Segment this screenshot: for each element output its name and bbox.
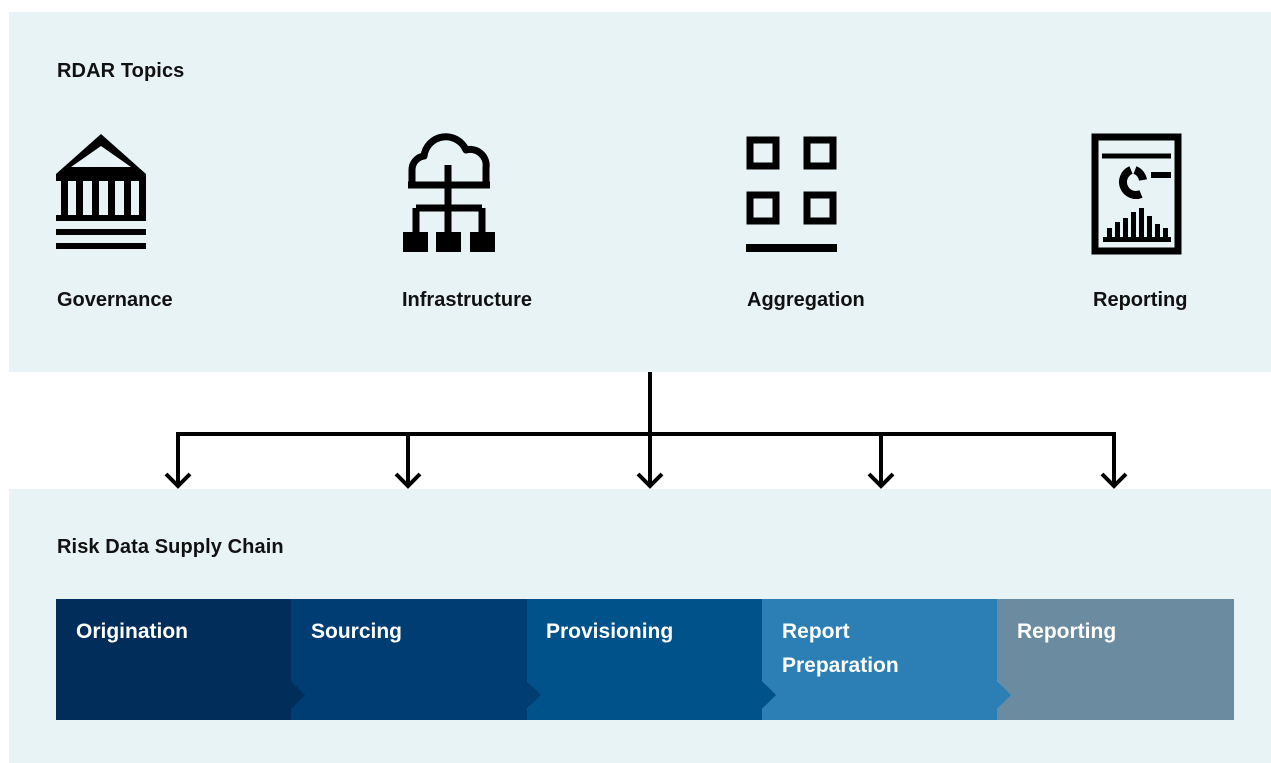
topic-label-governance: Governance [57, 289, 173, 311]
supply-chain-panel: Risk Data Supply Chain Origination Sourc… [9, 489, 1271, 763]
chain-step-label-sourcing: Sourcing [311, 620, 403, 643]
rdar-topics-title: RDAR Topics [57, 60, 185, 82]
supply-chain-title: Risk Data Supply Chain [57, 536, 284, 558]
topic-label-infrastructure: Infrastructure [402, 289, 533, 311]
arrow-head-5 [1100, 472, 1128, 489]
arrow-head-2 [394, 472, 422, 489]
topic-label-aggregation: Aggregation [747, 289, 865, 311]
bank-building-icon [55, 132, 155, 262]
chain-step-origination [56, 599, 306, 720]
chain-step-reporting [997, 599, 1234, 720]
chain-step-provisioning [527, 599, 777, 720]
arrow-head-3 [636, 472, 664, 489]
supply-chain-steps: Origination Sourcing Provisioning Report… [56, 599, 1234, 720]
report-document-icon [1091, 132, 1191, 262]
chain-step-sourcing [291, 599, 542, 720]
rdar-topics-panel: RDAR Topics Governance [9, 12, 1271, 372]
chain-step-report-preparation [762, 599, 1012, 720]
topic-label-reporting: Reporting [1093, 289, 1188, 311]
arrow-head-4 [867, 472, 895, 489]
arrow-head-1 [164, 472, 192, 489]
chain-step-label-report-preparation: Report Preparation [782, 620, 899, 677]
grid-squares-icon [745, 132, 845, 262]
chain-step-label-provisioning: Provisioning [546, 620, 674, 643]
cloud-network-icon [400, 132, 500, 262]
chain-step-label-origination: Origination [76, 620, 188, 643]
chain-step-label-reporting: Reporting [1017, 620, 1117, 643]
